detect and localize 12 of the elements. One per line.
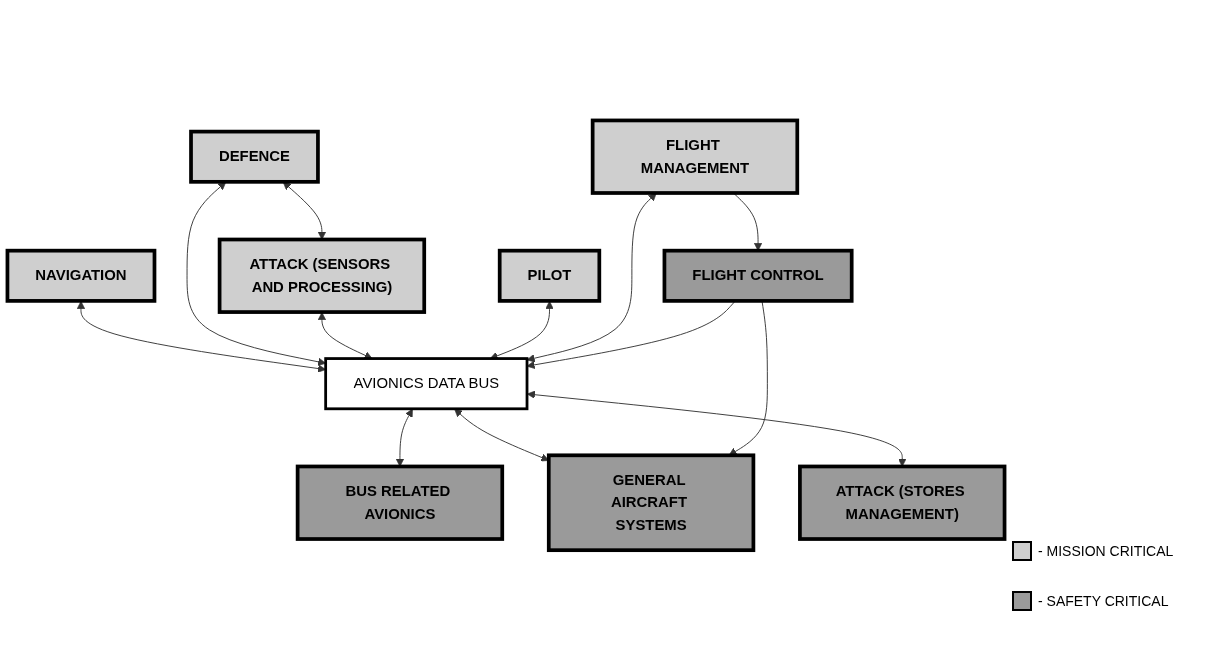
node-box: BUS RELATED AVIONICS [295,464,505,542]
node-box: FLIGHT CONTROL [662,249,854,303]
node-box: GENERAL AIRCRAFT SYSTEMS [546,453,756,553]
node-box: DEFENCE [189,129,320,184]
node-box: FLIGHT MANAGEMENT [590,118,800,196]
node-box: ATTACK (SENSORS AND PROCESSING) [217,237,427,315]
node-box: PILOT [497,249,602,303]
node-box: AVIONICS DATA BUS [324,357,529,411]
legend-text: - MISSION CRITICAL [1038,543,1174,559]
node-box: NAVIGATION [5,249,157,303]
node-box: ATTACK (STORES MANAGEMENT) [798,464,1007,542]
legend-text: - SAFETY CRITICAL [1038,593,1169,609]
